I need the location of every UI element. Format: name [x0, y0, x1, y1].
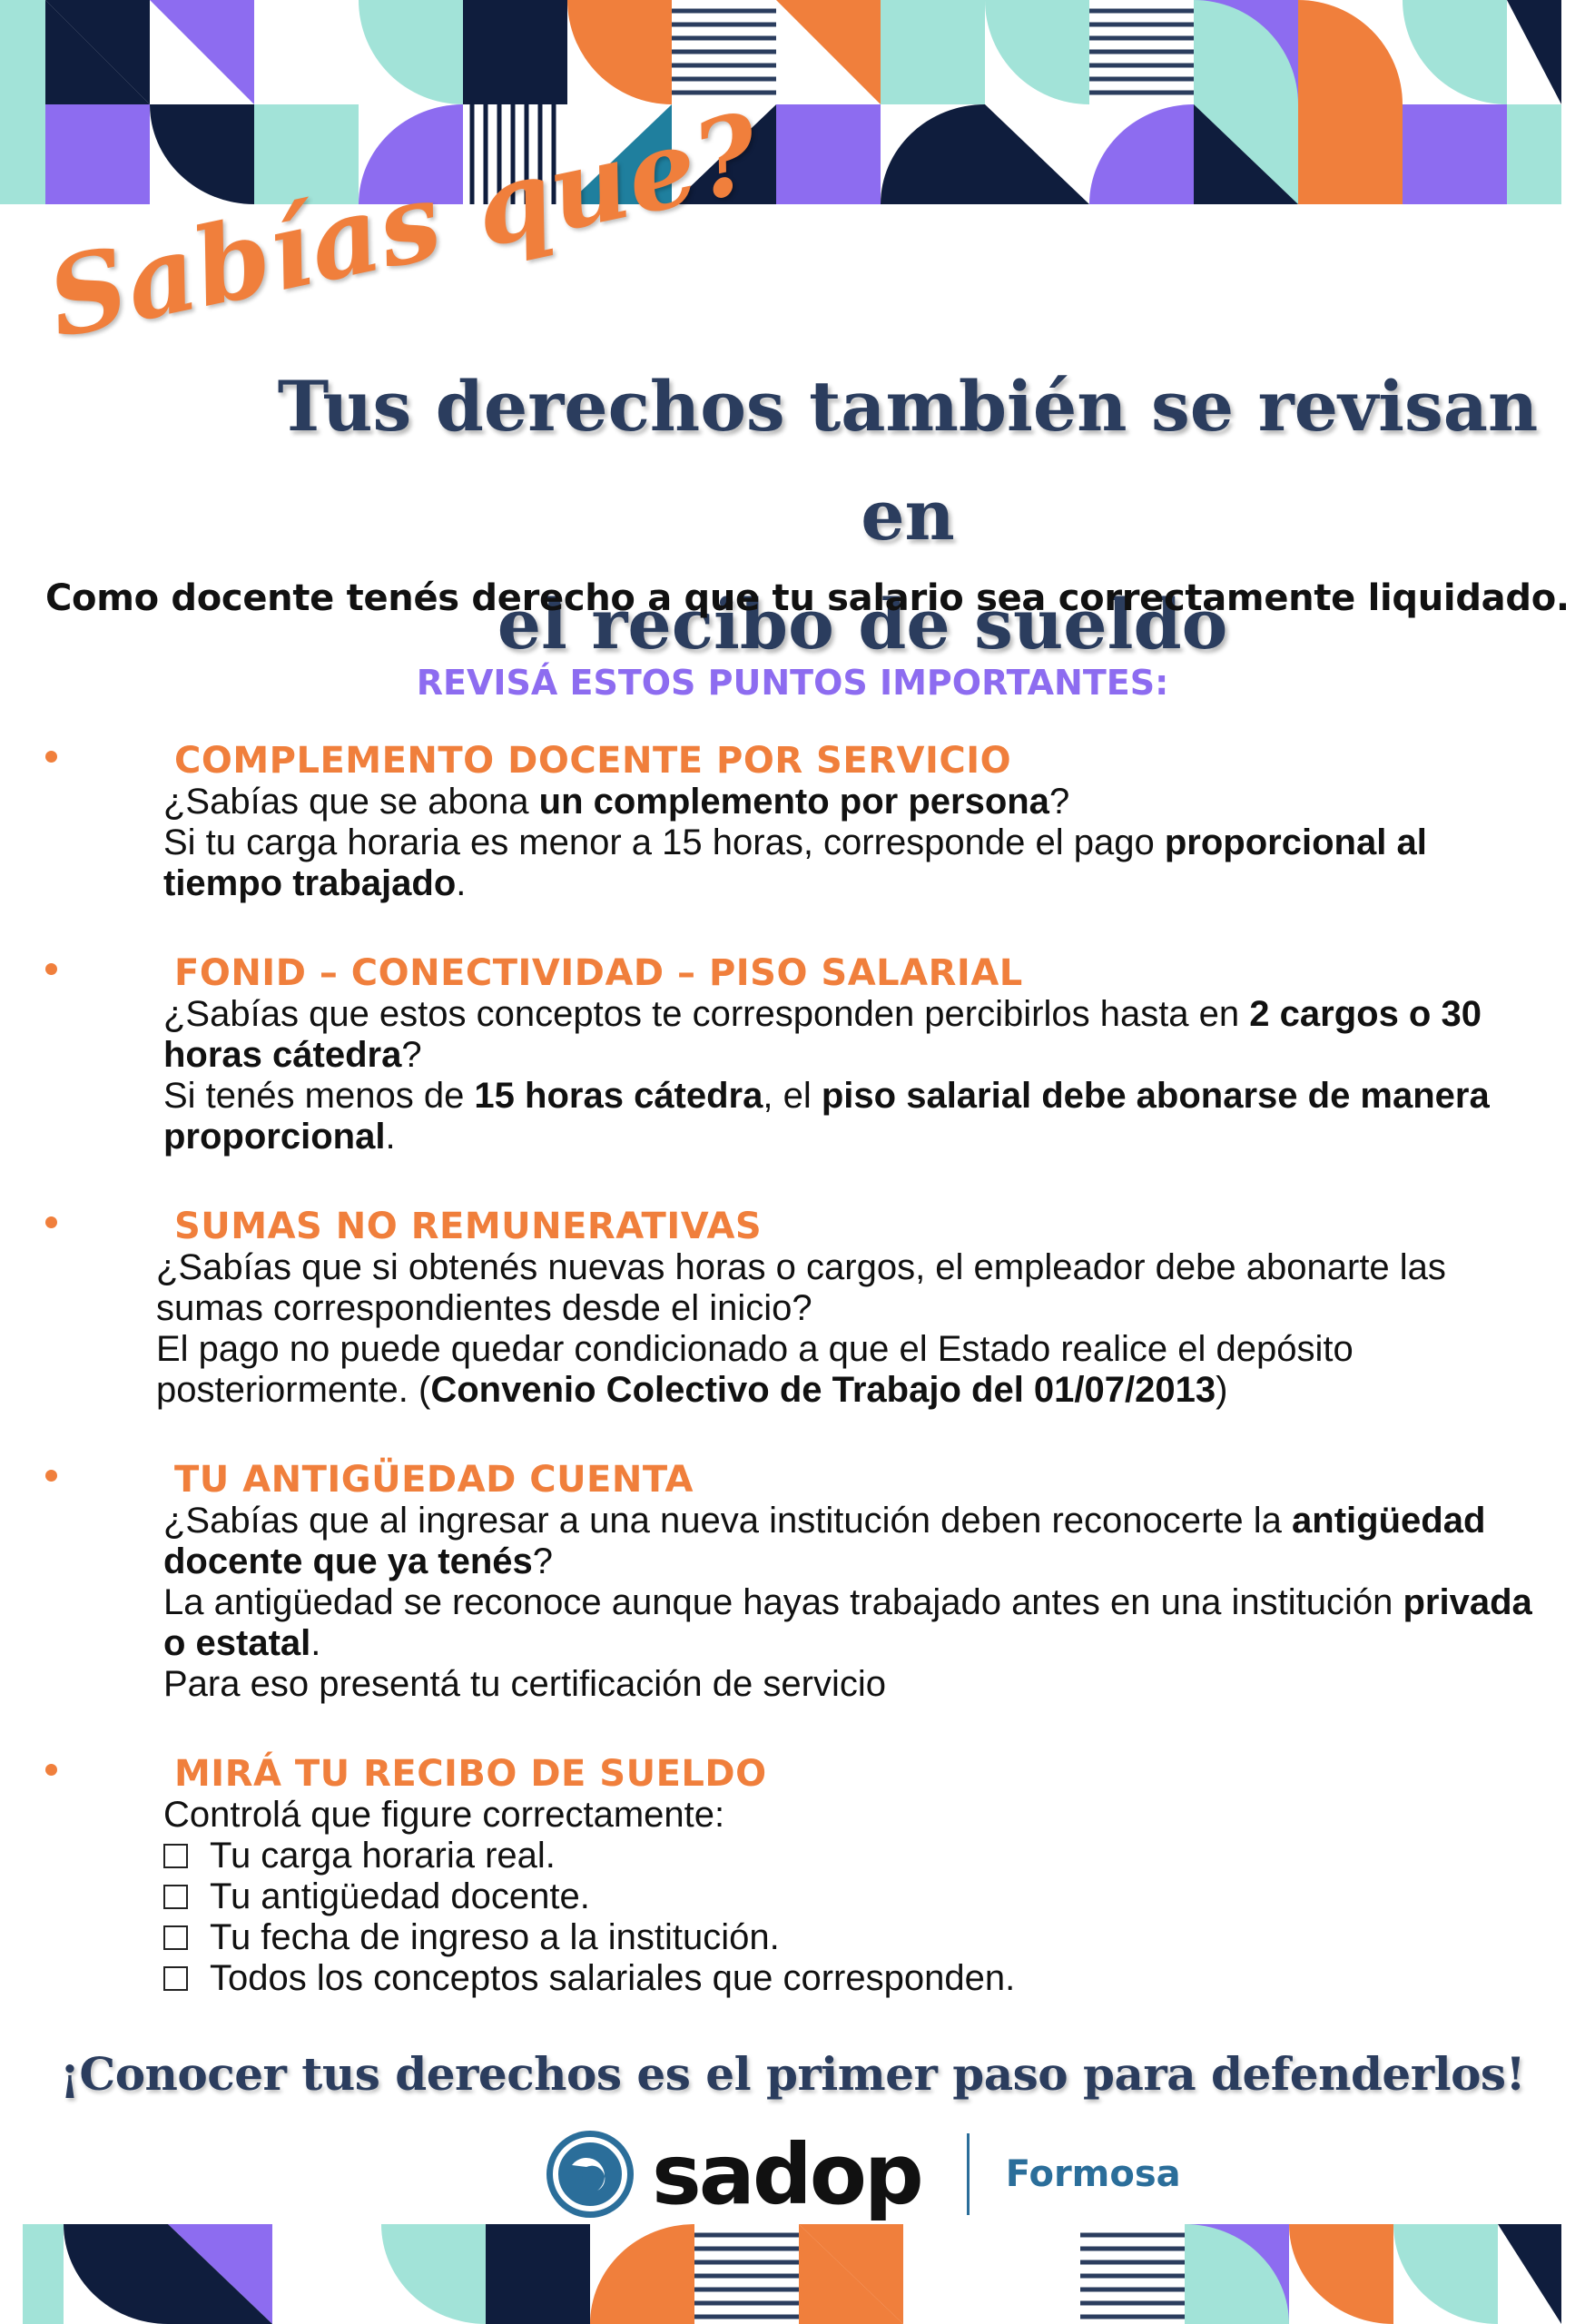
logo-name: sadop: [652, 2125, 924, 2223]
sadop-emblem-icon: [546, 2131, 634, 2218]
point-line: ¿Sabías que al ingresar a una nueva inst…: [163, 1501, 1486, 1581]
points-list: COMPLEMENTO DOCENTE POR SERVICIO ¿Sabías…: [45, 740, 1552, 2047]
point-line: ¿Sabías que estos conceptos te correspon…: [163, 994, 1482, 1075]
point-line: ¿Sabías que se abona un complemento por …: [163, 782, 1070, 822]
point-title: MIRÁ TU RECIBO DE SUELDO: [174, 1753, 767, 1795]
page-title: Tus derechos también se revisan en el re…: [209, 352, 1552, 679]
point-body: Controlá que figure correctamente: Tu ca…: [163, 1795, 1552, 1999]
point-title: FONID – CONECTIVIDAD – PISO SALARIAL: [174, 952, 1023, 994]
point-body: ¿Sabías que al ingresar a una nueva inst…: [163, 1501, 1552, 1705]
point-line: Controlá que figure correctamente:: [163, 1795, 725, 1835]
intro-text: Como docente tenés derecho a que tu sala…: [45, 577, 1570, 619]
checkbox-icon: [163, 1925, 188, 1950]
closing-slogan: ¡Conocer tus derechos es el primer paso …: [59, 2047, 1526, 2101]
checklist-item: Tu fecha de ingreso a la institución.: [163, 1917, 1552, 1958]
point-line: La antigüedad se reconoce aunque hayas t…: [163, 1582, 1532, 1663]
point-complemento: COMPLEMENTO DOCENTE POR SERVICIO ¿Sabías…: [45, 740, 1552, 904]
bullet-icon: [45, 1216, 57, 1228]
checkbox-icon: [163, 1844, 188, 1868]
title-line-1: Tus derechos también se revisan en: [277, 366, 1539, 556]
checklist-item: Tu carga horaria real.: [163, 1836, 1552, 1876]
point-line: El pago no puede quedar condicionado a q…: [156, 1329, 1354, 1410]
point-line: Para eso presentá tu certificación de se…: [163, 1664, 886, 1704]
point-sumas-no-remunerativas: SUMAS NO REMUNERATIVAS ¿Sabías que si ob…: [45, 1206, 1552, 1411]
point-body: ¿Sabías que estos conceptos te correspon…: [163, 994, 1552, 1157]
bullet-icon: [45, 1470, 57, 1482]
bullet-icon: [45, 751, 57, 763]
bullet-icon: [45, 963, 57, 975]
top-geometric-pattern: [0, 0, 1585, 204]
logo-separator: [966, 2133, 970, 2215]
point-antiguedad: TU ANTIGÜEDAD CUENTA ¿Sabías que al ingr…: [45, 1459, 1552, 1705]
section-heading: REVISÁ ESTOS PUNTOS IMPORTANTES:: [416, 663, 1169, 703]
bottom-geometric-pattern: [0, 2224, 1585, 2324]
point-line: Si tu carga horaria es menor a 15 horas,…: [163, 822, 1427, 903]
logo-region: Formosa: [1005, 2153, 1181, 2195]
checkbox-icon: [163, 1885, 188, 1909]
point-body: ¿Sabías que si obtenés nuevas horas o ca…: [156, 1247, 1552, 1411]
title-line-2: el recibo de sueldo: [497, 584, 1228, 665]
point-line: ¿Sabías que si obtenés nuevas horas o ca…: [156, 1247, 1446, 1328]
sadop-logo: sadop Formosa: [545, 2120, 1181, 2229]
checkbox-icon: [163, 1966, 188, 1991]
point-recibo-de-sueldo: MIRÁ TU RECIBO DE SUELDO Controlá que fi…: [45, 1753, 1552, 1999]
checklist-item: Tu antigüedad docente.: [163, 1876, 1552, 1917]
point-title: TU ANTIGÜEDAD CUENTA: [174, 1459, 694, 1501]
checklist-item: Todos los conceptos salariales que corre…: [163, 1958, 1552, 1999]
point-fonid: FONID – CONECTIVIDAD – PISO SALARIAL ¿Sa…: [45, 952, 1552, 1157]
point-line: Si tenés menos de 15 horas cátedra, el p…: [163, 1076, 1490, 1157]
checklist: Tu carga horaria real. Tu antigüedad doc…: [163, 1836, 1552, 1999]
point-title: SUMAS NO REMUNERATIVAS: [174, 1206, 763, 1247]
bullet-icon: [45, 1764, 57, 1776]
point-title: COMPLEMENTO DOCENTE POR SERVICIO: [174, 740, 1012, 782]
point-body: ¿Sabías que se abona un complemento por …: [163, 782, 1552, 904]
